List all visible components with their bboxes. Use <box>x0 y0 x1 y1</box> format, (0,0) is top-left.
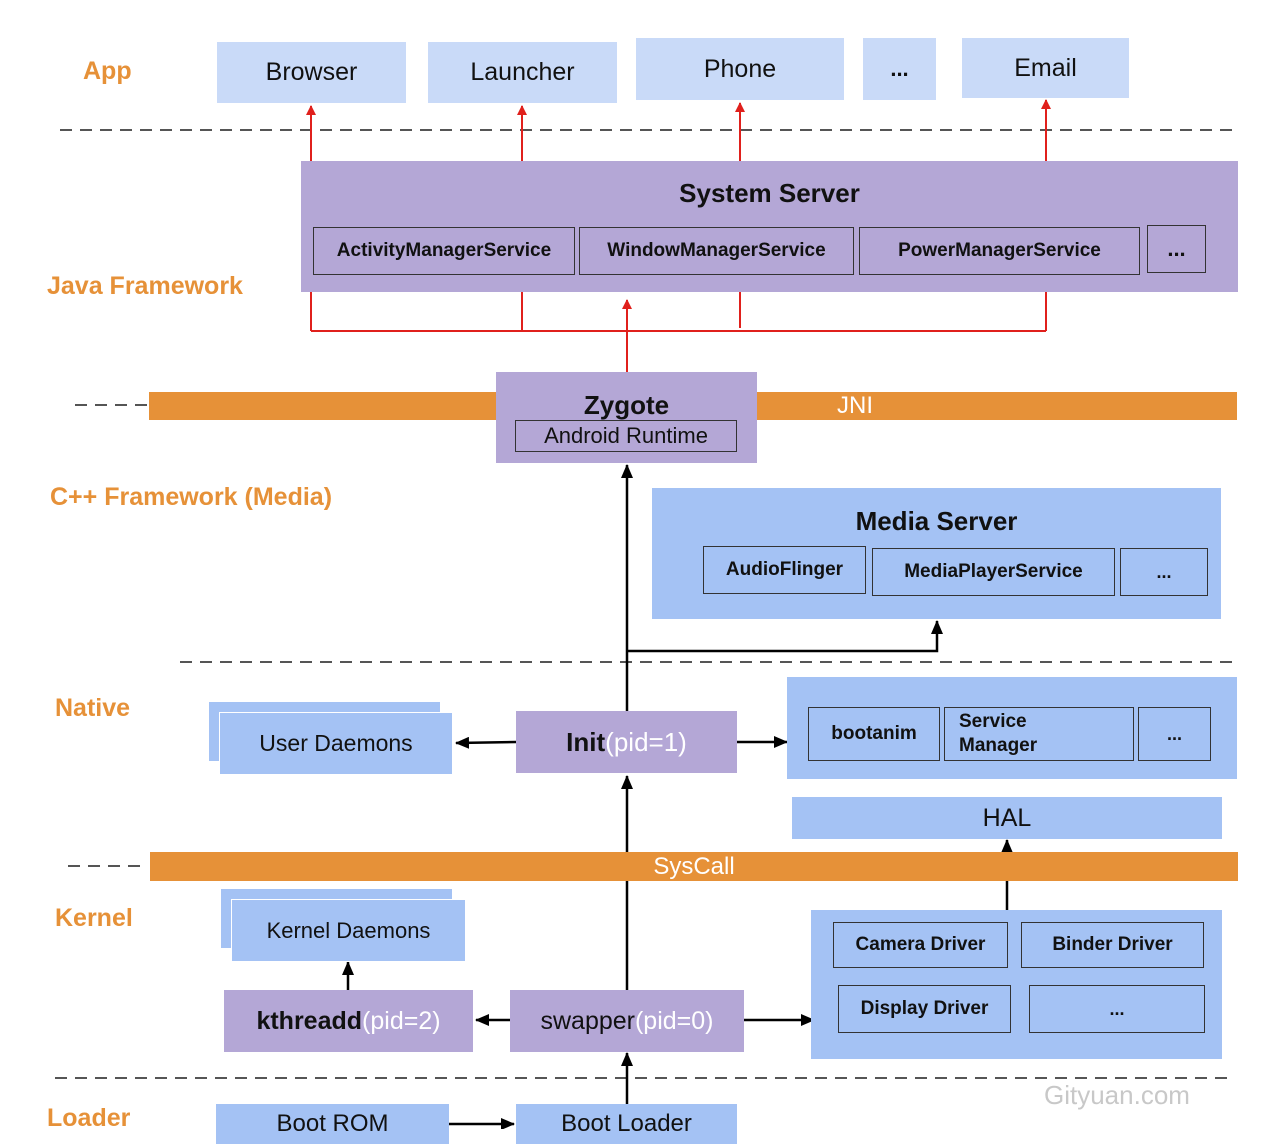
user-daemons: User Daemons <box>219 712 453 775</box>
service-audio-flinger: AudioFlinger <box>703 546 866 594</box>
init-process: Init(pid=1) <box>516 711 737 773</box>
syscall-bar: SysCall <box>150 852 1238 881</box>
kthreadd-pid: (pid=2) <box>362 1006 441 1035</box>
media-service-more: ... <box>1120 548 1208 596</box>
driver-more: ... <box>1029 985 1205 1033</box>
media-server-title: Media Server <box>855 506 1018 536</box>
app-browser: Browser <box>217 42 406 103</box>
service-activity-manager: ActivityManagerService <box>313 227 575 275</box>
swapper-name: swapper <box>540 1006 635 1035</box>
init-name: Init <box>566 726 606 757</box>
boot-rom: Boot ROM <box>216 1104 449 1144</box>
native-services: bootanim Service Manager ... <box>787 677 1237 779</box>
layer-label-native: Native <box>55 694 131 722</box>
kthreadd-process: kthreadd(pid=2) <box>224 990 473 1052</box>
binder-driver: Binder Driver <box>1021 922 1204 968</box>
arrow-init-to-media-server <box>627 620 943 653</box>
media-server: Media Server AudioFlinger MediaPlayerSer… <box>652 488 1221 619</box>
service-media-player: MediaPlayerService <box>872 548 1115 596</box>
swapper-process: swapper(pid=0) <box>510 990 744 1052</box>
layer-label-cpp-framework: C++ Framework (Media) <box>50 483 333 511</box>
arrow-init-to-user-daemons <box>455 736 517 749</box>
kthreadd-name: kthreadd <box>256 1006 363 1035</box>
service-bootanim: bootanim <box>808 707 940 761</box>
service-service-manager: Service Manager <box>944 707 1134 761</box>
kernel-drivers: Camera Driver Binder Driver Display Driv… <box>811 910 1222 1059</box>
app-phone: Phone <box>636 38 844 100</box>
display-driver: Display Driver <box>838 985 1011 1033</box>
system-server: System Server ActivityManagerService Win… <box>301 161 1238 292</box>
service-power-manager: PowerManagerService <box>859 227 1140 275</box>
jni-label: JNI <box>837 392 873 419</box>
android-runtime: Android Runtime <box>515 420 737 452</box>
init-pid: (pid=1) <box>605 726 687 757</box>
layer-label-java-framework: Java Framework <box>47 272 243 300</box>
watermark: Gityuan.com <box>1044 1080 1190 1110</box>
service-window-manager: WindowManagerService <box>579 227 854 275</box>
service-more: ... <box>1147 225 1206 273</box>
layer-label-loader: Loader <box>47 1104 131 1132</box>
camera-driver: Camera Driver <box>833 922 1008 968</box>
kernel-daemons: Kernel Daemons <box>231 899 466 962</box>
layer-label-kernel: Kernel <box>55 904 133 932</box>
swapper-pid: (pid=0) <box>634 1006 714 1035</box>
zygote-title: Zygote <box>583 390 670 420</box>
layer-label-app: App <box>83 57 132 85</box>
hal: HAL <box>792 797 1222 839</box>
app-more: ... <box>863 38 936 100</box>
system-server-title: System Server <box>679 178 860 208</box>
boot-loader: Boot Loader <box>516 1104 737 1144</box>
app-launcher: Launcher <box>428 42 617 103</box>
native-service-more: ... <box>1138 707 1211 761</box>
zygote: Zygote Android Runtime <box>496 372 757 463</box>
app-email: Email <box>962 38 1129 98</box>
